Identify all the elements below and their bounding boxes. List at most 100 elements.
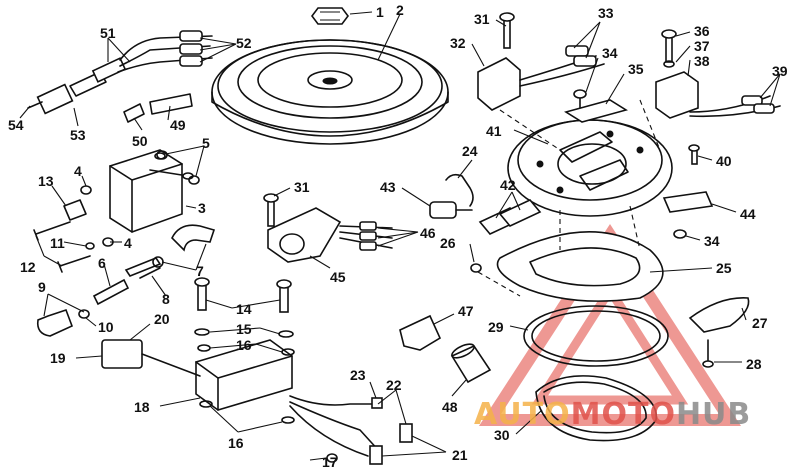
callout-18: 18: [134, 399, 150, 415]
callout-15: 15: [236, 321, 252, 337]
screw-26: [470, 263, 521, 297]
callout-53: 53: [70, 127, 86, 143]
spring: [445, 173, 474, 207]
callout-31b: 31: [294, 179, 310, 195]
callout-30: 30: [494, 427, 510, 443]
callout-13: 13: [38, 173, 54, 189]
boot-elbow: [171, 224, 216, 252]
ring-29: [523, 305, 669, 367]
callout-35: 35: [628, 61, 644, 77]
callout-32: 32: [450, 35, 466, 51]
callout-labels: 1 2 3 4 4 5 6 7 8 9 10 11 12 13 14 15 16…: [8, 2, 788, 470]
spacer-tubes: [478, 199, 542, 235]
charge-coil: [477, 12, 605, 111]
connector-19: [101, 339, 201, 377]
leader-lines: [19, 11, 781, 461]
callout-17: 17: [322, 454, 338, 470]
callout-2: 2: [396, 2, 404, 18]
spark-plug: [27, 57, 127, 115]
power-pack: [195, 339, 293, 411]
callout-41: 41: [486, 123, 502, 139]
retainer-plate: [496, 231, 664, 302]
watermark-triangle-inner: [531, 281, 689, 405]
callout-16: 16: [236, 337, 252, 353]
callout-3: 3: [198, 200, 206, 216]
ignition-coil: [109, 149, 194, 233]
callout-40: 40: [716, 153, 732, 169]
callout-10: 10: [98, 319, 114, 335]
callout-31: 31: [474, 11, 490, 27]
callout-1: 1: [376, 4, 384, 20]
callout-27: 27: [752, 315, 768, 331]
callout-26: 26: [440, 235, 456, 251]
callout-37: 37: [694, 38, 710, 54]
callout-51: 51: [100, 25, 116, 41]
callout-14: 14: [236, 301, 252, 317]
callout-19: 19: [50, 350, 66, 366]
callout-4b: 4: [124, 235, 132, 251]
ring-30: [535, 375, 657, 442]
sleeve-48: [450, 343, 492, 384]
svg-text:AUTOMOTOHUB: AUTOMOTOHUB: [474, 397, 751, 432]
callout-34: 34: [602, 45, 618, 61]
screw-34-lower: [673, 229, 687, 239]
callout-21: 21: [452, 447, 468, 463]
callout-25: 25: [716, 260, 732, 276]
callout-6: 6: [98, 255, 106, 271]
bracket-47: [399, 314, 442, 351]
callout-44: 44: [740, 206, 756, 222]
callout-22: 22: [386, 377, 402, 393]
callout-54: 54: [8, 117, 24, 133]
screw-28: [702, 339, 714, 368]
callout-52: 52: [236, 35, 252, 51]
callout-20: 20: [154, 311, 170, 327]
watermark-hub: HUB: [676, 397, 751, 432]
terminal-boot: [36, 308, 90, 337]
screw-40: [688, 144, 700, 165]
callout-16b: 16: [228, 435, 244, 451]
flywheel: [211, 39, 449, 145]
screw-34-top: [573, 89, 587, 109]
stator-assembly: [507, 119, 673, 217]
callout-28: 28: [746, 356, 762, 372]
callout-12: 12: [20, 259, 36, 275]
callout-46: 46: [420, 225, 436, 241]
callout-5: 5: [202, 135, 210, 151]
washers: [80, 150, 200, 250]
callout-47: 47: [458, 303, 474, 319]
callout-33: 33: [598, 5, 614, 21]
wedge-27: [688, 297, 750, 333]
callout-39: 39: [772, 63, 788, 79]
flywheel-nut: [311, 7, 349, 25]
callout-42: 42: [500, 177, 516, 193]
watermark-text: AUTOMOTOHUB: [474, 397, 751, 432]
coil-bracket: [63, 199, 87, 221]
callout-8: 8: [162, 291, 170, 307]
clip-44: [662, 191, 714, 213]
washer-17: [326, 453, 338, 463]
leads-46: [339, 221, 393, 251]
plate-35: [564, 99, 628, 123]
clamp: [123, 93, 193, 123]
callout-24: 24: [462, 143, 478, 159]
callout-38: 38: [694, 53, 710, 69]
watermark-logo: [478, 223, 742, 426]
watermark-triangle-outer: [478, 223, 742, 426]
callout-48: 48: [442, 399, 458, 415]
switch-45: [263, 193, 342, 263]
callout-36: 36: [694, 23, 710, 39]
sensor-coil-38: [655, 29, 781, 119]
callout-50: 50: [132, 133, 148, 149]
callout-4: 4: [74, 163, 82, 179]
callout-7: 7: [196, 263, 204, 279]
sensor-43: [429, 201, 473, 219]
watermark-auto: AUTO: [474, 397, 571, 432]
callout-11: 11: [50, 235, 65, 251]
wire-harness: [289, 395, 413, 465]
watermark-moto: MOTO: [571, 397, 676, 432]
callout-49: 49: [170, 117, 186, 133]
pack-bolts: [194, 277, 295, 424]
callout-9: 9: [38, 279, 46, 295]
